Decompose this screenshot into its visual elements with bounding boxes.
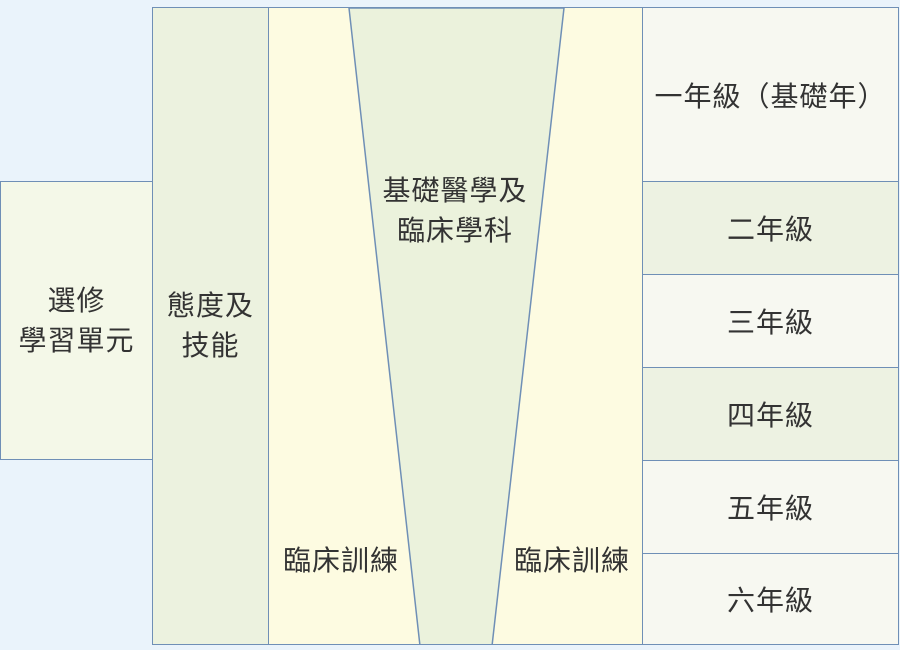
grade-1-label: 一年級（基礎年） xyxy=(654,79,887,113)
grade-5-box: 五年級 xyxy=(642,460,899,554)
grade-6-box: 六年級 xyxy=(642,553,899,645)
grade-levels-column: 一年級（基礎年） 二年級 三年級 四年級 五年級 六年級 xyxy=(642,7,899,645)
attitude-and-skills-label: 態度及 技能 xyxy=(166,289,254,362)
clinical-training-right-label: 臨床訓練 xyxy=(513,544,630,577)
grade-4-label: 四年級 xyxy=(726,399,814,432)
grade-5-label: 五年級 xyxy=(726,492,814,525)
basic-medicine-funnel-shape xyxy=(348,8,565,644)
clinical-training-left-label: 臨床訓練 xyxy=(282,544,399,577)
grade-1-box: 一年級（基礎年） xyxy=(642,7,899,182)
curriculum-funnel-diagram xyxy=(348,8,565,644)
basic-medicine-and-clinical-subjects-label: 基礎醫學及 臨床學科 xyxy=(382,174,528,247)
attitude-and-skills-column: 態度及 技能 xyxy=(152,7,269,645)
grade-4-box: 四年級 xyxy=(642,367,899,461)
grade-2-label: 二年級 xyxy=(726,213,814,246)
elective-learning-units-label: 選修 學習單元 xyxy=(18,283,135,357)
grade-6-label: 六年級 xyxy=(726,584,814,617)
grade-3-box: 三年級 xyxy=(642,274,899,368)
clinical-and-basic-curriculum-area xyxy=(268,7,643,645)
elective-learning-units-box: 選修 學習單元 xyxy=(0,181,153,460)
grade-2-box: 二年級 xyxy=(642,181,899,275)
grade-3-label: 三年級 xyxy=(726,306,814,339)
